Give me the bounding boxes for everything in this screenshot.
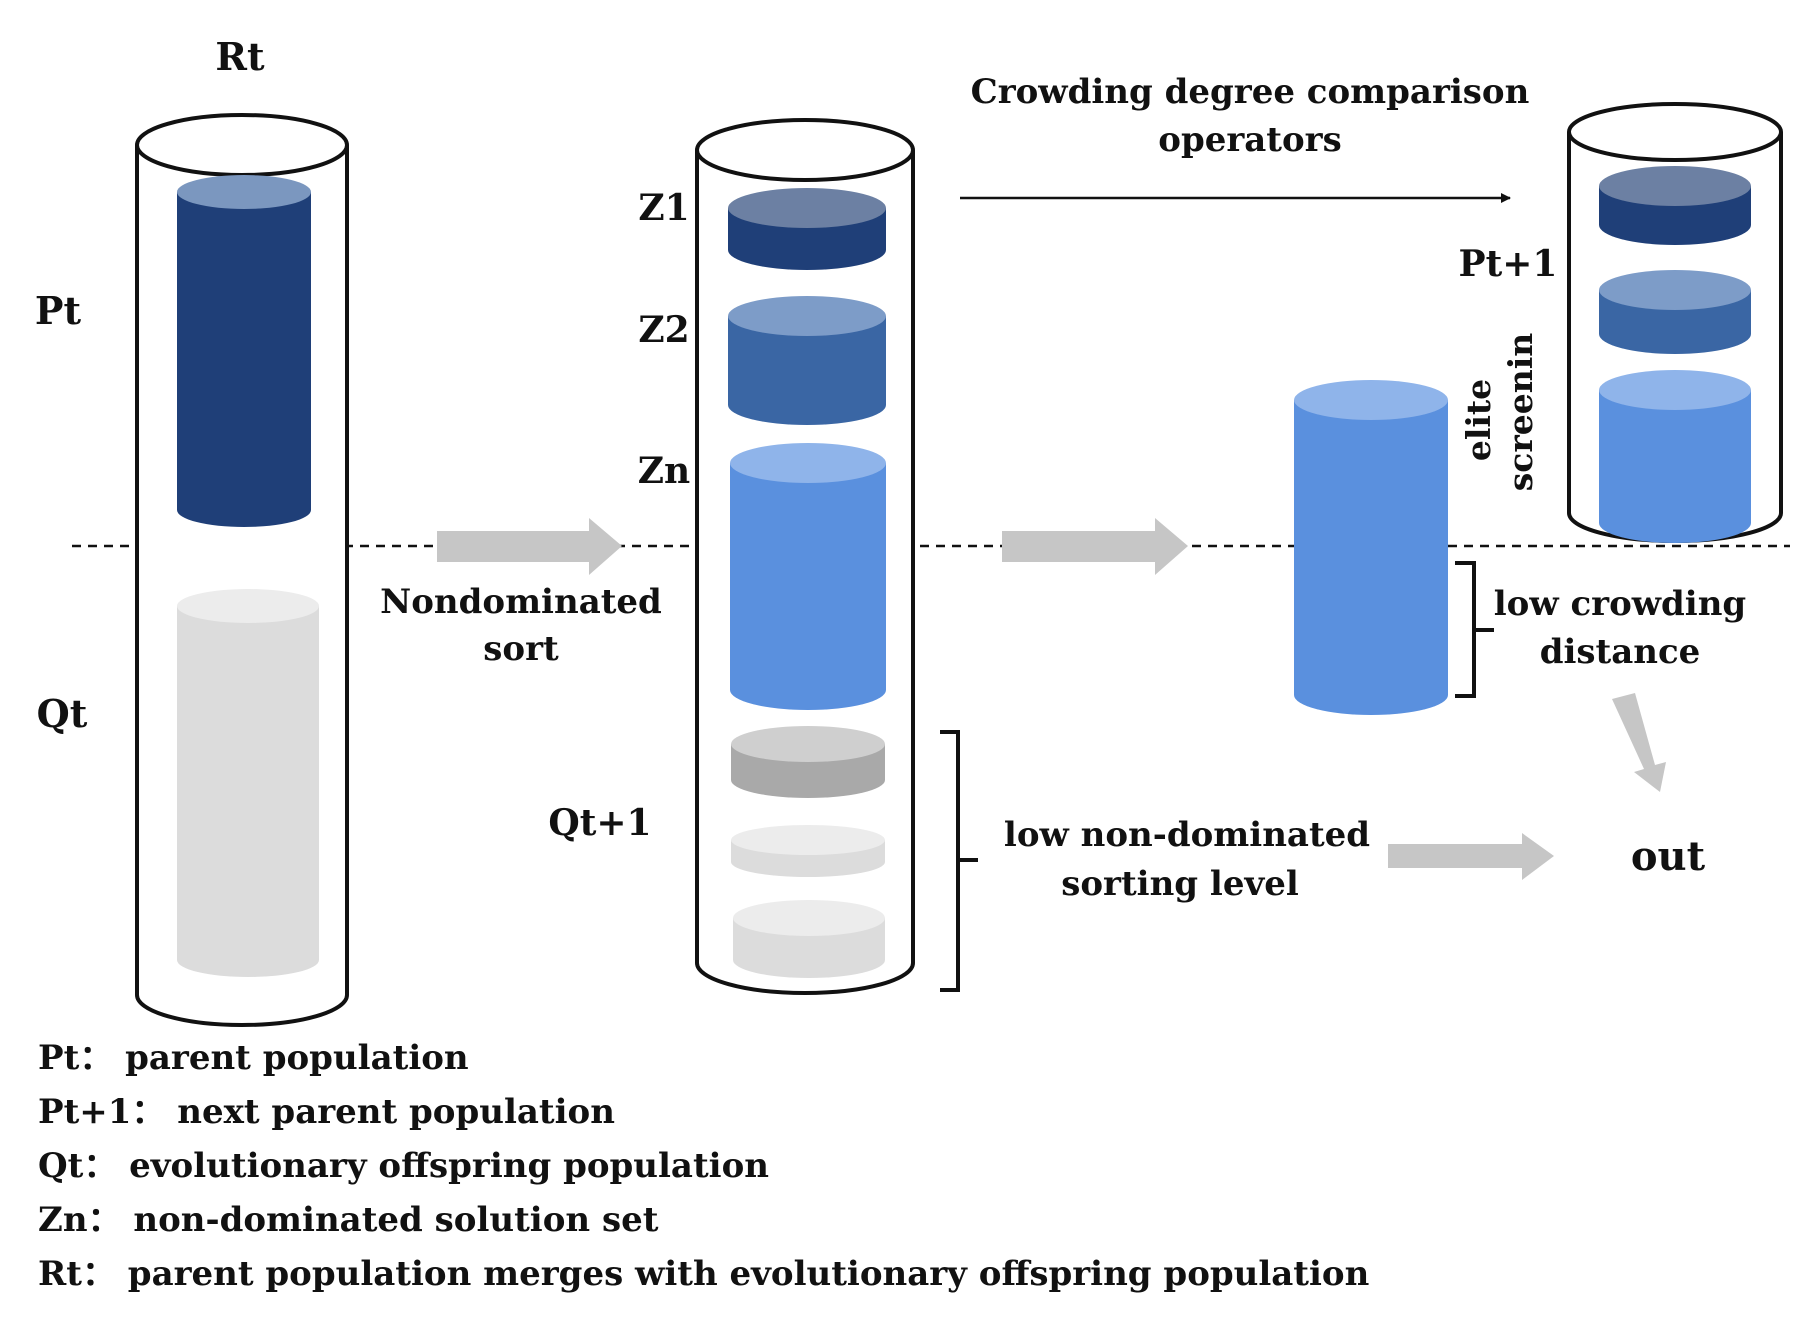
nondominated-sort-line1: Nondominated bbox=[380, 582, 662, 622]
qt1-disc-2 bbox=[731, 825, 885, 877]
low-nondominated-brace bbox=[940, 730, 978, 992]
to-out-arrow bbox=[1388, 833, 1554, 880]
low-crowding-line2: distance bbox=[1540, 632, 1701, 672]
legend-pt1: Pt+1： next parent population bbox=[38, 1092, 615, 1132]
screening-label: screenin bbox=[1501, 333, 1540, 492]
out-label: out bbox=[1631, 833, 1706, 880]
z1-label: Z1 bbox=[638, 187, 689, 229]
nondominated-sort-arrow bbox=[437, 518, 622, 575]
legend-rt: Rt： parent population merges with evolut… bbox=[38, 1254, 1370, 1294]
nondominated-sort-line2: sort bbox=[483, 629, 559, 669]
crowding-out-arrow bbox=[1612, 693, 1666, 792]
low-crowding-line1: low crowding bbox=[1494, 584, 1746, 624]
low-crowding-brace bbox=[1455, 561, 1494, 698]
low-nondom-line2: sorting level bbox=[1061, 864, 1299, 904]
elite-label: elite bbox=[1459, 379, 1498, 461]
legend-qt: Qt： evolutionary offspring population bbox=[38, 1146, 769, 1186]
qt1-label: Qt+1 bbox=[548, 802, 651, 844]
pt1-disc-mid bbox=[1599, 270, 1751, 354]
qt-label: Qt bbox=[37, 691, 88, 736]
low-nondom-line1: low non-dominated bbox=[1004, 815, 1370, 855]
z2-disc bbox=[728, 296, 886, 425]
qt1-disc-1 bbox=[731, 726, 885, 798]
pt1-cylinder-light bbox=[1599, 370, 1751, 543]
zn-label: Zn bbox=[638, 450, 690, 492]
pt1-disc-dark bbox=[1599, 166, 1751, 245]
legend-zn: Zn： non-dominated solution set bbox=[38, 1200, 659, 1240]
pt-cylinder bbox=[177, 175, 311, 527]
rt-label: Rt bbox=[215, 34, 265, 79]
qt-cylinder bbox=[177, 589, 319, 977]
qt1-disc-3 bbox=[733, 900, 885, 978]
pt-label: Pt bbox=[35, 288, 82, 333]
pt1-label: Pt+1 bbox=[1459, 243, 1558, 285]
crowding-title-line2: operators bbox=[1158, 120, 1341, 160]
z2-label: Z2 bbox=[638, 309, 689, 351]
to-elite-arrow bbox=[1002, 518, 1188, 575]
elite-cylinder bbox=[1294, 380, 1448, 715]
crowding-title-line1: Crowding degree comparison bbox=[971, 72, 1530, 112]
zn-cylinder bbox=[730, 443, 886, 710]
z1-disc bbox=[728, 188, 886, 270]
legend-pt: Pt： parent population bbox=[38, 1038, 469, 1078]
